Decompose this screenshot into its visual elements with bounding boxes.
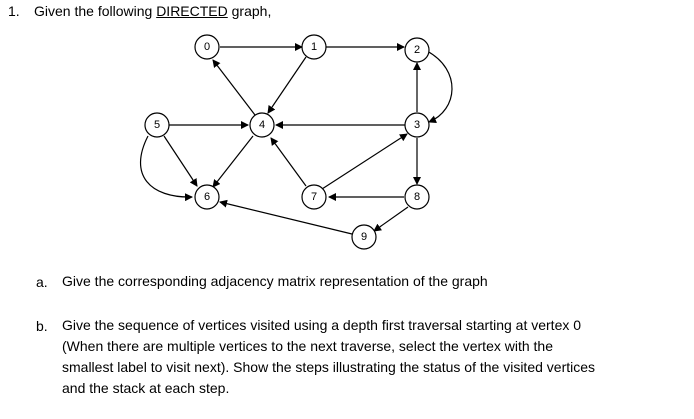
question-intro: Given the following DIRECTED graph, <box>34 3 271 19</box>
edge-5-6-curve <box>139 135 193 202</box>
graph-node-1: 1 <box>301 34 327 60</box>
edge-7-3 <box>321 133 408 190</box>
graph-node-6: 6 <box>194 184 220 210</box>
svg-text:4: 4 <box>259 119 265 131</box>
edge-1-4 <box>267 56 307 114</box>
directed-graph: 0 1 2 5 4 3 6 7 8 9 <box>139 34 453 250</box>
edge-8-9 <box>373 206 409 232</box>
svg-text:6: 6 <box>204 191 210 203</box>
edge-4-0 <box>212 59 256 116</box>
graph-node-0: 0 <box>194 34 220 60</box>
graph-node-9: 9 <box>351 224 377 250</box>
edge-9-6 <box>219 199 353 235</box>
part-b-line-4: and the stack at each step. <box>62 380 230 396</box>
question-intro-directed: DIRECTED <box>156 3 228 19</box>
part-b-line-3: smallest label to visit next). Show the … <box>62 359 596 375</box>
part-a-label: a. <box>36 274 48 290</box>
part-a-text: Give the corresponding adjacency matrix … <box>62 273 488 289</box>
edge-5-6 <box>163 135 198 187</box>
graph-node-8: 8 <box>404 184 430 210</box>
svg-text:3: 3 <box>414 119 420 131</box>
svg-text:7: 7 <box>311 191 317 203</box>
part-b-label: b. <box>36 318 48 334</box>
part-b-text: Give the sequence of vertices visited us… <box>62 315 595 399</box>
graph-node-4: 4 <box>249 112 275 138</box>
edge-4-6 <box>212 135 254 188</box>
svg-text:8: 8 <box>414 191 420 203</box>
graph-node-5: 5 <box>144 112 170 138</box>
edge-2-3 <box>426 50 453 124</box>
graph-node-7: 7 <box>301 184 327 210</box>
question-number: 1. <box>8 3 20 19</box>
graph-node-2: 2 <box>404 37 430 63</box>
svg-text:2: 2 <box>414 44 420 56</box>
svg-text:0: 0 <box>204 41 210 53</box>
part-b-line-1: Give the sequence of vertices visited us… <box>62 317 582 333</box>
question-intro-prefix: Given the following <box>34 3 157 19</box>
part-b-line-2: (When there are multiple vertices to the… <box>62 338 553 354</box>
svg-text:9: 9 <box>361 231 367 243</box>
svg-text:1: 1 <box>311 41 317 53</box>
question-intro-suffix: graph, <box>227 3 272 19</box>
svg-text:5: 5 <box>154 119 160 131</box>
graph-node-3: 3 <box>404 112 430 138</box>
edge-7-4 <box>270 137 307 187</box>
